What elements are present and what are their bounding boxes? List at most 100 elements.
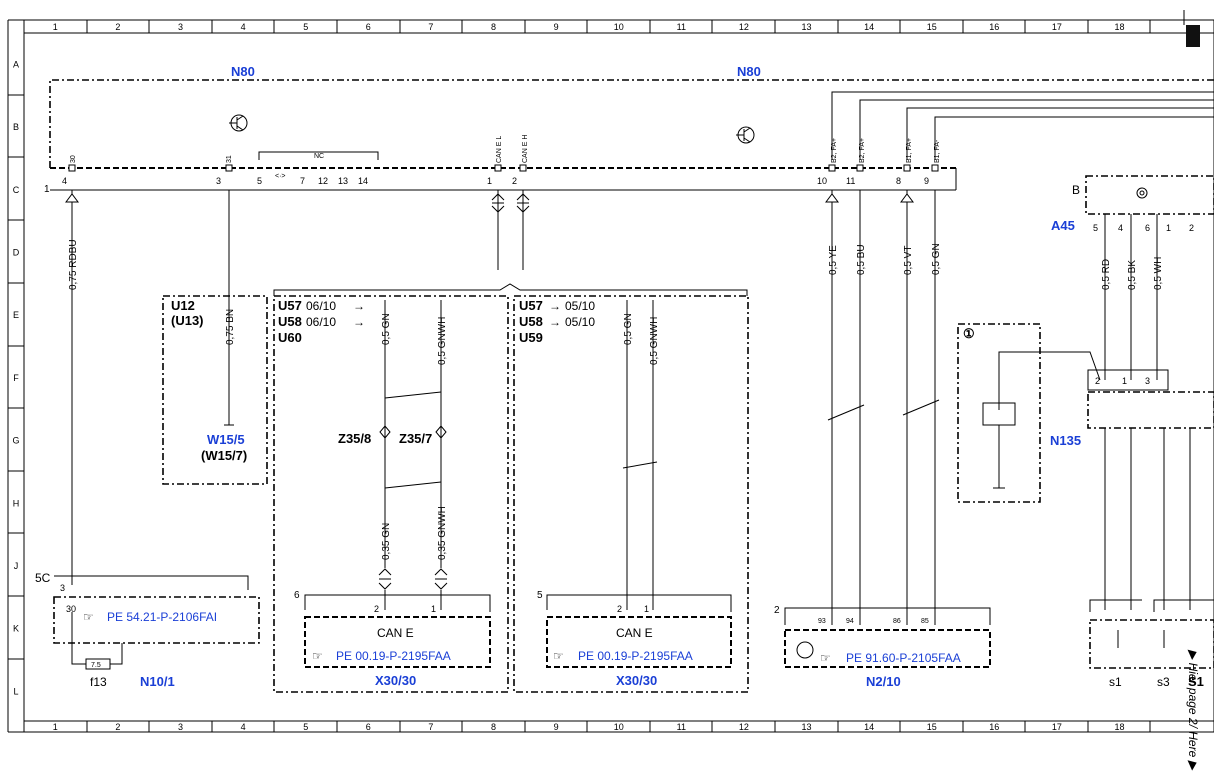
wire-label-box1-gn: 0,5 GN [381, 313, 392, 345]
pin-b2fa2-top: B2, FA+ [859, 138, 866, 163]
column-label: 16 [989, 22, 999, 32]
pin-b1fa-top: B1, FA+ [906, 138, 913, 163]
box1-u58: U58 [278, 314, 302, 329]
column-label: 7 [428, 722, 433, 732]
x30-30-link-1[interactable]: X30/30 [375, 673, 416, 688]
pe-9160-link[interactable]: PE 91.60-P-2105FAA [846, 651, 961, 665]
page-continuation-note[interactable]: ▶ Hier page 2/ Here ▶ [1186, 649, 1200, 771]
sheet-tab-icon[interactable] [1186, 25, 1200, 47]
column-label: 4 [241, 722, 246, 732]
column-label: 2 [115, 22, 120, 32]
pin-10: 10 [817, 176, 827, 186]
pin-13: 13 [338, 176, 348, 186]
column-label: 17 [1052, 722, 1062, 732]
svg-text:2: 2 [617, 604, 622, 614]
svg-text:1: 1 [1166, 223, 1171, 233]
n80-label-left[interactable]: N80 [231, 64, 255, 79]
box2-u59: U59 [519, 330, 543, 345]
n135-wires [1104, 428, 1191, 610]
can-e-2-label: CAN E [616, 626, 653, 640]
wire-label-box1-035gn: 0,35 GN [381, 523, 392, 560]
pin-stubs [68, 164, 939, 172]
column-label: 13 [801, 22, 811, 32]
svg-text:B: B [1072, 183, 1080, 197]
row-label: C [13, 185, 20, 195]
connector-n2-10 [784, 629, 991, 668]
column-label: 18 [1114, 722, 1124, 732]
svg-text:1: 1 [644, 604, 649, 614]
svg-text:85: 85 [921, 618, 929, 625]
wire-label-box2-gn: 0,5 GN [623, 313, 634, 345]
pe-0019-link-1[interactable]: PE 00.19-P-2195FAA [336, 649, 451, 663]
can-e-1-number: 6 [294, 590, 300, 601]
wire-label-rdbu: 0,75 RDBU [68, 239, 79, 290]
frame-inner [23, 19, 1214, 733]
circle-1-label: ① [963, 326, 975, 341]
pin-3: 3 [216, 176, 221, 186]
wire-label-bk: 0,5 BK [1127, 260, 1138, 290]
column-label: 1 [53, 722, 58, 732]
column-label: 3 [178, 22, 183, 32]
n80-internal-wires [831, 91, 1214, 160]
pe-5421-link[interactable]: PE 54.21-P-2106FAI [107, 610, 217, 624]
n2-10-link[interactable]: N2/10 [866, 674, 901, 689]
pin-can-e-h-top: CAN E H [522, 135, 529, 163]
pointer-hand-icon: ☞ [553, 649, 564, 663]
svg-text:6: 6 [1145, 223, 1150, 233]
column-label: 14 [864, 22, 874, 32]
pin-12: 12 [318, 176, 328, 186]
pin-4: 4 [62, 176, 67, 186]
column-label: 15 [927, 722, 937, 732]
fuse-f13 [85, 658, 111, 670]
variant-box-1 [273, 295, 509, 693]
pin-b1fam-top: B1, FA- [934, 139, 941, 163]
n10-1-link[interactable]: N10/1 [140, 674, 175, 689]
w15-5-link[interactable]: W15/5 [207, 432, 245, 447]
box2-u57: U57 [519, 298, 543, 313]
sensor-icon [1136, 187, 1148, 199]
transistor-icon [796, 641, 814, 659]
column-label: 16 [989, 722, 999, 732]
switch-s1: s1 [1109, 675, 1122, 689]
transistor-icon [229, 114, 248, 132]
n80-boundary [49, 79, 1214, 168]
box1-u57-val: 06/10 [306, 299, 336, 313]
svg-text:86: 86 [893, 618, 901, 625]
row-label: K [13, 624, 19, 634]
row-label: L [13, 686, 18, 696]
a45-link[interactable]: A45 [1051, 218, 1075, 233]
svg-text:2: 2 [1189, 223, 1194, 233]
column-label: 3 [178, 722, 183, 732]
svg-text:3: 3 [1145, 376, 1150, 386]
variant-box-2 [513, 295, 749, 693]
column-label: 9 [554, 22, 559, 32]
svg-text:1: 1 [431, 604, 436, 614]
column-ruler [86, 20, 1151, 732]
wire-label-box2-gnwh: 0,5 GNWH [649, 317, 660, 365]
wire-label-box1-035gnwh: 0,35 GNWH [437, 506, 448, 560]
svg-text:→: → [353, 299, 365, 313]
row-label: G [12, 436, 19, 446]
wire-label-gn: 0,5 GN [931, 243, 942, 275]
x30-30-link-2[interactable]: X30/30 [616, 673, 657, 688]
row-label: H [13, 498, 20, 508]
pin-14: 14 [358, 176, 368, 186]
n135-link[interactable]: N135 [1050, 433, 1081, 448]
pointer-hand-icon: ☞ [312, 649, 323, 663]
can-e-connector-2 [546, 616, 732, 668]
pe-0019-link-2[interactable]: PE 00.19-P-2195FAA [578, 649, 693, 663]
component-n135 [1087, 391, 1214, 429]
svg-text:<·>: <·> [275, 173, 286, 180]
can-e-connector-1 [304, 616, 491, 668]
svg-text:94: 94 [846, 618, 854, 625]
svg-text:→: → [549, 299, 561, 313]
pin-can-e-l-top: CAN E L [496, 136, 503, 163]
column-label: 6 [366, 22, 371, 32]
row-label: A [13, 59, 19, 69]
n80-label-right[interactable]: N80 [737, 64, 761, 79]
pin-8: 8 [896, 176, 901, 186]
row-ruler [8, 94, 24, 660]
